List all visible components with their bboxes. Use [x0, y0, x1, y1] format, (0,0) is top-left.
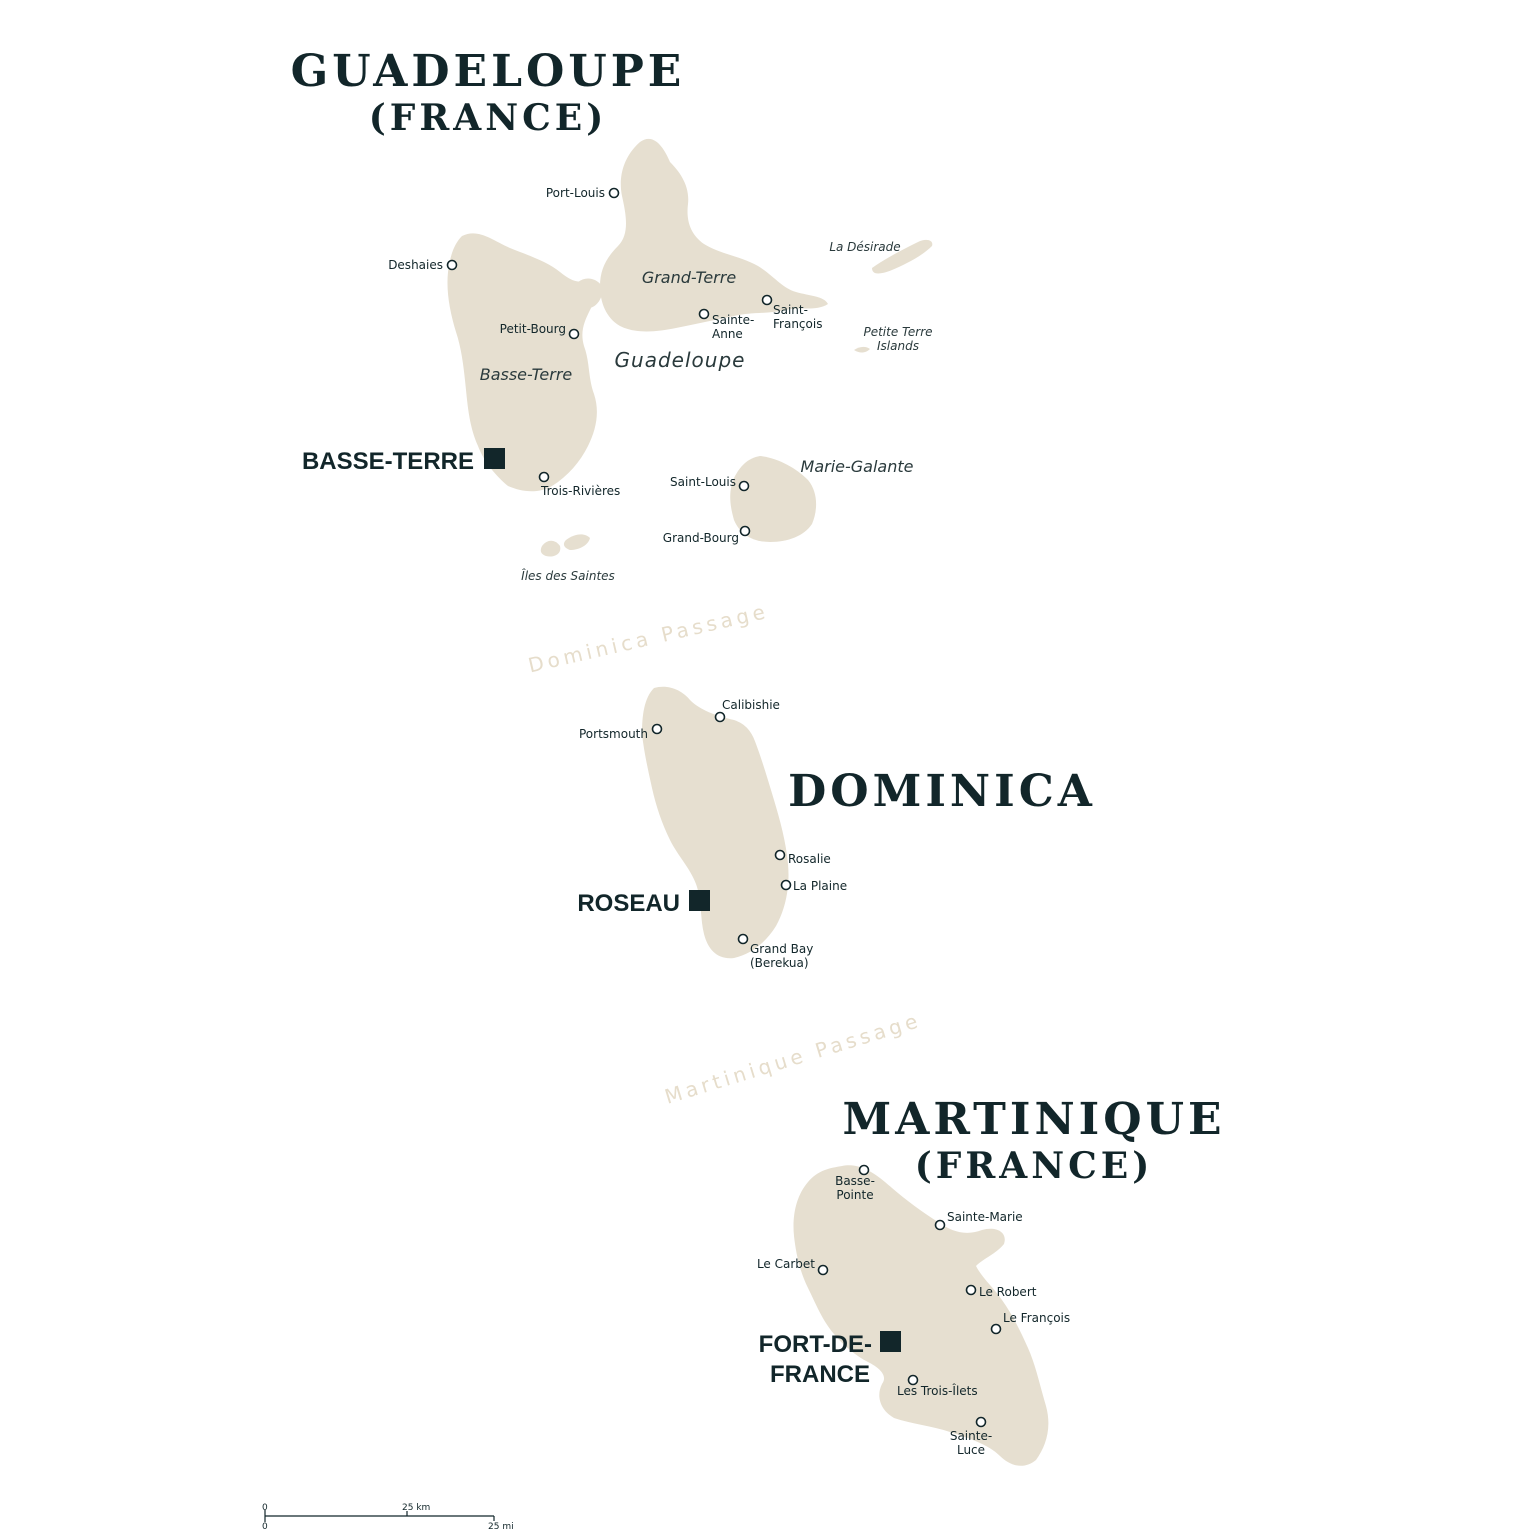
les-trois-ilets-marker — [907, 1374, 919, 1386]
basse-pointe-label-line2: Pointe — [836, 1188, 873, 1202]
fort-de-france-capital-label-line1: FORT-DE- — [759, 1331, 872, 1358]
basse-pointe-label-line1: Basse- — [835, 1174, 875, 1188]
petite-terre-label-line1: Petite Terre — [863, 325, 932, 339]
rosalie-label: Rosalie — [788, 852, 831, 866]
port-louis-label: Port-Louis — [546, 186, 605, 200]
sainte-marie-marker — [934, 1219, 946, 1231]
saint-louis-label: Saint-Louis — [670, 475, 736, 489]
le-francois-label: Le François — [1003, 1311, 1070, 1325]
petit-bourg-label: Petit-Bourg — [500, 322, 566, 336]
grand-terre-island — [600, 138, 828, 332]
le-robert-marker — [965, 1284, 977, 1296]
guadeloupe-country-label: GUADELOUPE — [291, 46, 686, 97]
sainte-luce-label-line2: Luce — [957, 1443, 985, 1457]
basse-terre-region-label: Basse-Terre — [480, 365, 573, 384]
la-desirade-island — [872, 239, 933, 274]
guadeloupe-island-label: Guadeloupe — [615, 348, 746, 372]
grand-bay-label-line1: Grand Bay — [750, 942, 813, 956]
basse-terre-capital-label: BASSE-TERRE — [302, 448, 474, 475]
dominica-country-label: DOMINICA — [788, 766, 1096, 817]
basse-terre-island — [447, 233, 597, 492]
la-plaine-marker — [780, 879, 792, 891]
basse-pointe-marker — [858, 1164, 870, 1176]
le-francois-marker — [990, 1323, 1002, 1335]
petit-bourg-marker — [568, 328, 580, 340]
calibishie-marker — [714, 711, 726, 723]
scale-mi-label: 25 mi — [488, 1522, 514, 1532]
le-robert-label: Le Robert — [979, 1285, 1037, 1299]
roseau-capital-marker — [689, 890, 710, 911]
grand-bourg-label: Grand-Bourg — [663, 531, 739, 545]
grand-terre-label: Grand-Terre — [642, 268, 736, 287]
marie-galante-label: Marie-Galante — [801, 457, 914, 476]
dominica-landmass — [642, 686, 789, 959]
guadeloupe-sovereign-label: (FRANCE) — [369, 97, 607, 139]
martinique-country-label: MARTINIQUE — [843, 1094, 1226, 1145]
sainte-luce-label-line1: Sainte- — [950, 1429, 992, 1443]
trois-rivieres-marker — [538, 471, 550, 483]
le-carbet-marker — [817, 1264, 829, 1276]
sainte-anne-label-line2: Anne — [712, 327, 743, 341]
sainte-luce-marker — [975, 1416, 987, 1428]
dominica-passage-label: Dominica Passage — [526, 599, 771, 678]
port-louis-marker — [608, 187, 620, 199]
les-trois-ilets-label: Les Trois-Îlets — [897, 1383, 978, 1398]
iles-des-saintes-west — [540, 540, 561, 557]
marie-galante-island — [730, 456, 817, 542]
la-plaine-label: La Plaine — [793, 879, 847, 893]
dominica-island — [642, 686, 789, 959]
petite-terre-islands — [854, 346, 870, 353]
guadeloupe-landmass — [447, 138, 933, 557]
grand-bourg-marker — [739, 525, 751, 537]
portsmouth-label: Portsmouth — [579, 727, 648, 741]
deshaies-marker — [446, 259, 458, 271]
grand-bay-label-line2: (Berekua) — [750, 956, 809, 970]
sainte-anne-label-line1: Sainte- — [712, 313, 754, 327]
rosalie-marker — [774, 849, 786, 861]
scale-km-label: 25 km — [402, 1503, 430, 1513]
fort-de-france-capital-label-line2: FRANCE — [770, 1361, 870, 1388]
scale-km-zero: 0 — [262, 1503, 268, 1513]
fort-de-france-capital-marker — [880, 1331, 901, 1352]
sainte-marie-label: Sainte-Marie — [947, 1210, 1023, 1224]
roseau-capital-label: ROSEAU — [577, 890, 680, 917]
le-carbet-label: Le Carbet — [757, 1257, 815, 1271]
sainte-anne-marker — [698, 308, 710, 320]
la-desirade-label: La Désirade — [829, 240, 900, 254]
saint-francois-label-line2: François — [773, 317, 822, 331]
scale-bar: 0 25 km 0 25 mi — [262, 1503, 514, 1532]
martinique-sovereign-label: (FRANCE) — [915, 1145, 1153, 1187]
calibishie-label: Calibishie — [722, 698, 780, 712]
saint-francois-label-line1: Saint- — [773, 303, 808, 317]
isthmus — [577, 278, 603, 308]
trois-rivieres-label: Trois-Rivières — [540, 484, 620, 498]
saint-francois-marker — [761, 294, 773, 306]
deshaies-label: Deshaies — [388, 258, 443, 272]
portsmouth-marker — [651, 723, 663, 735]
iles-des-saintes-label: Îles des Saintes — [521, 568, 615, 583]
basse-terre-capital-marker — [484, 448, 505, 469]
grand-bay-marker — [737, 933, 749, 945]
saint-louis-marker — [738, 480, 750, 492]
petite-terre-label-line2: Islands — [877, 339, 919, 353]
scale-mi-zero: 0 — [262, 1522, 268, 1532]
iles-des-saintes-east — [563, 534, 590, 550]
martinique-landmass — [793, 1165, 1049, 1466]
martinique-island — [793, 1165, 1049, 1466]
